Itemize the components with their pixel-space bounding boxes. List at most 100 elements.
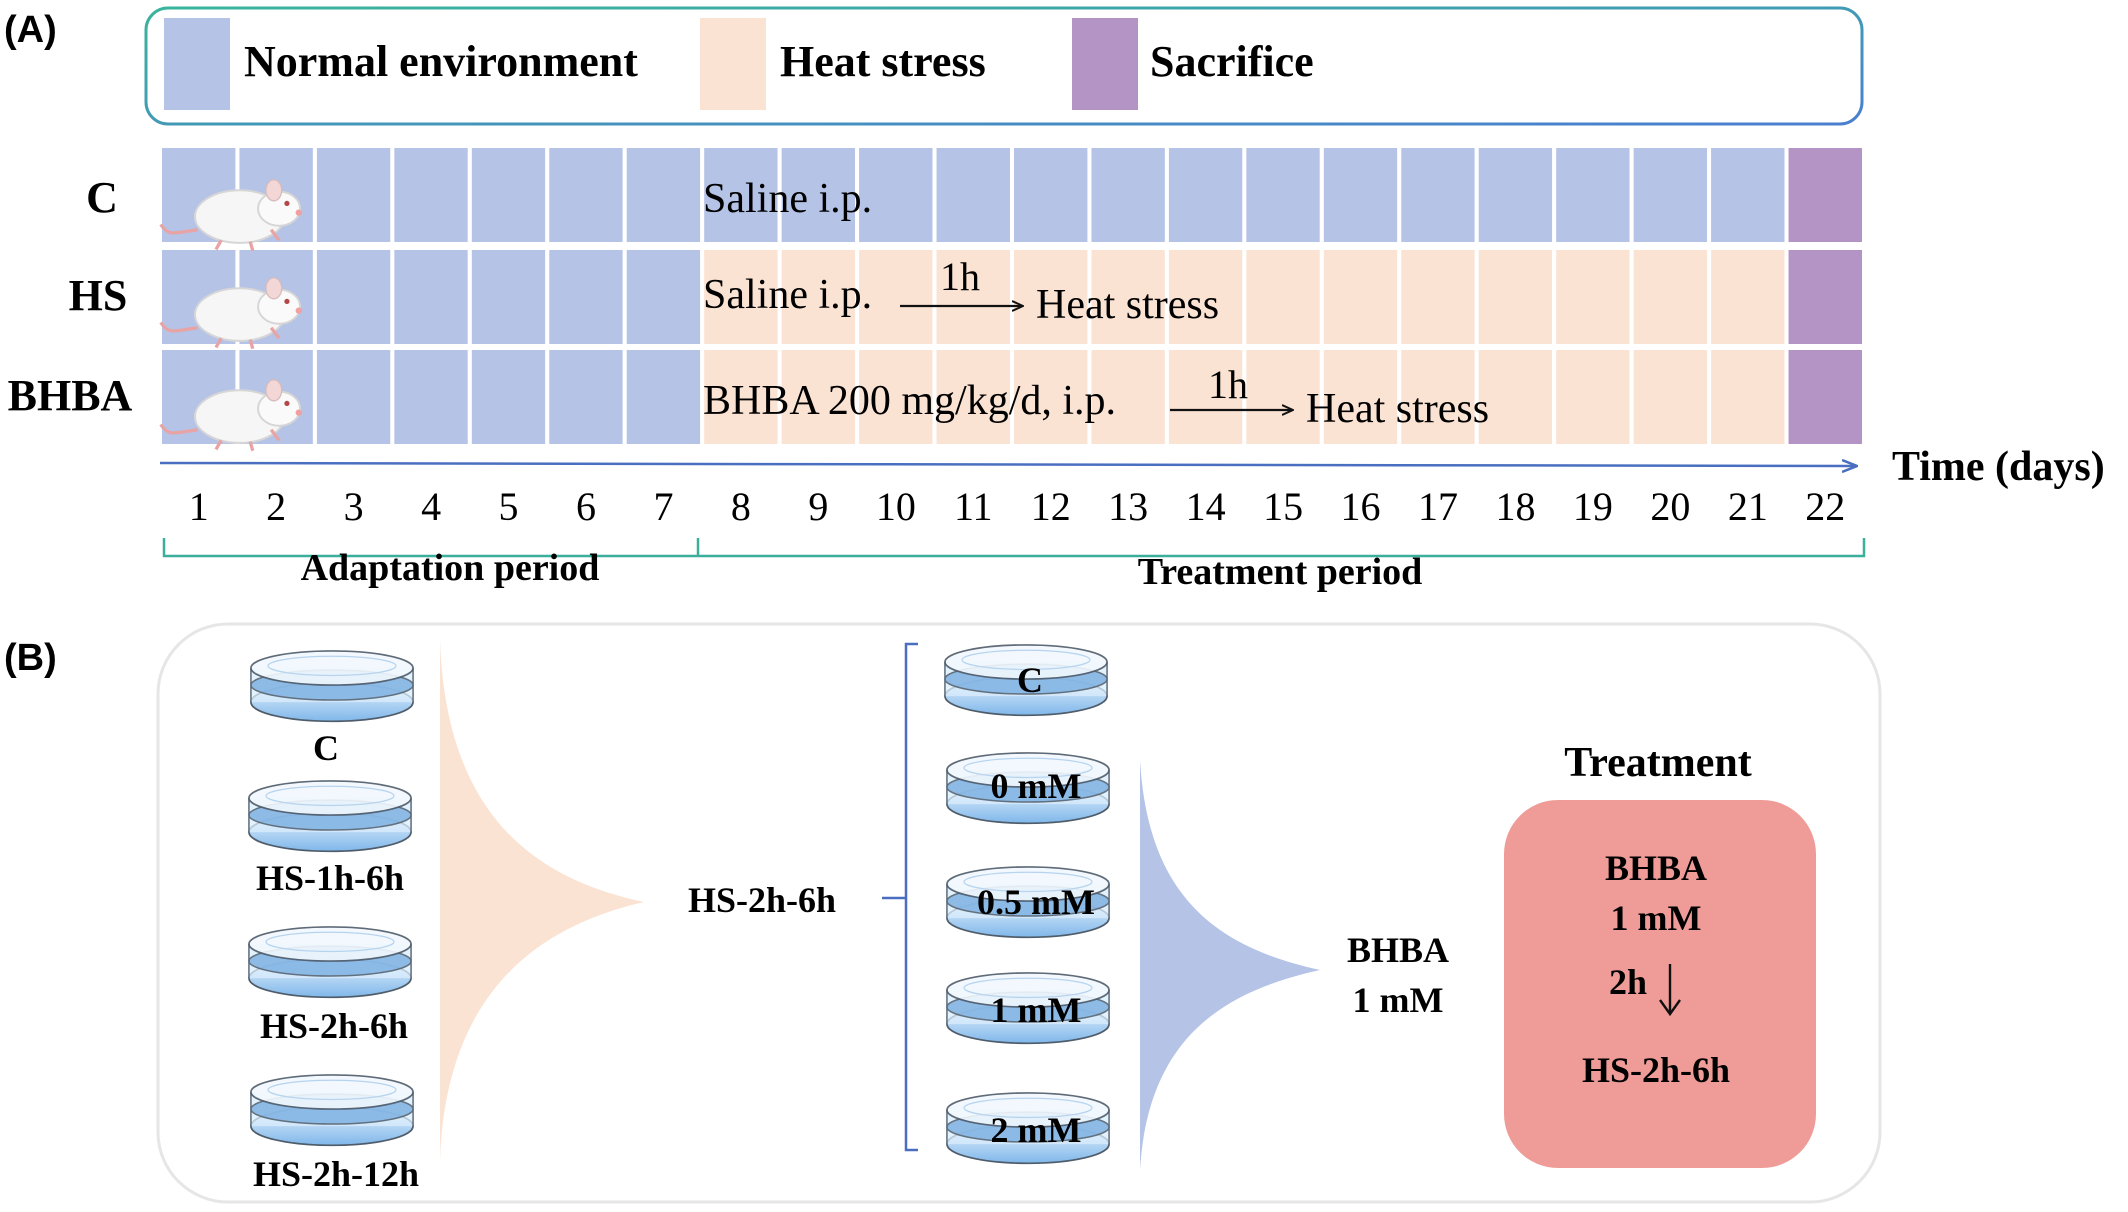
dish-label-right-c: C — [1017, 660, 1043, 700]
annotation-bhba: BHBA 200 mg/kg/d, i.p. — [703, 378, 1116, 424]
day-cell-bhba-4 — [390, 346, 472, 448]
treatment-box — [1504, 800, 1816, 1168]
day-cell-c-14 — [1164, 144, 1247, 246]
time-axis — [159, 463, 1856, 466]
day-cell-bhba-17 — [1397, 346, 1479, 448]
day-tick-label: 3 — [344, 484, 364, 529]
group-label-hs: HS — [69, 271, 128, 320]
day-cell-hs-13 — [1087, 246, 1169, 348]
day-cell-hs-4 — [390, 246, 472, 348]
legend-normal: Normal environment — [164, 18, 638, 110]
dish-label-hs-2h-6h: HS-2h-6h — [260, 1006, 408, 1046]
day-tick-label: 5 — [499, 484, 519, 529]
day-tick-label: 17 — [1418, 484, 1458, 529]
dish-label-0mm: 0 mM — [991, 766, 1082, 806]
day-cell-bhba-8 — [700, 346, 782, 448]
legend-sacrifice-label: Sacrifice — [1150, 37, 1314, 86]
day-tick-label: 8 — [731, 484, 751, 529]
day-cell-hs-3 — [312, 246, 395, 348]
legend-box — [144, 6, 1864, 126]
day-cell-hs-16 — [1319, 246, 1402, 348]
right-funnel — [1140, 760, 1320, 1170]
dish-label-1mm: 1 mM — [991, 990, 1082, 1030]
day-cell-bhba-6 — [545, 346, 627, 448]
day-cell-c-16 — [1319, 144, 1402, 246]
day-cell-bhba-3 — [312, 346, 395, 448]
day-cell-c-22 — [1784, 144, 1867, 246]
day-tick-label: 4 — [421, 484, 441, 529]
day-cell-bhba-21 — [1707, 346, 1789, 448]
day-cell-c-6 — [545, 144, 627, 246]
day-cell-hs-7 — [622, 246, 705, 348]
day-cell-c-13 — [1087, 144, 1169, 246]
day-tick-label: 21 — [1728, 484, 1768, 529]
day-tick-label: 2 — [266, 484, 286, 529]
adaptation-period-label: Adaptation period — [301, 547, 600, 589]
day-cell-c-9 — [777, 144, 860, 246]
legend-sacrifice-swatch — [1072, 18, 1138, 110]
group-label-c: C — [86, 173, 118, 222]
day-cell-hs-21 — [1707, 246, 1789, 348]
day-tick-label: 7 — [653, 484, 673, 529]
annotation-c: Saline i.p. — [703, 176, 872, 222]
day-cell-bhba-7 — [622, 346, 705, 448]
treatment-duration: 2h — [1609, 962, 1647, 1002]
day-cell-bhba-14 — [1164, 346, 1247, 448]
day-cell-bhba-15 — [1242, 346, 1324, 448]
group-label-bhba: BHBA — [8, 371, 133, 420]
day-cell-c-5 — [467, 144, 550, 246]
day-cell-bhba-19 — [1552, 346, 1634, 448]
treatment-title: Treatment — [1564, 740, 1751, 786]
day-tick-label: 15 — [1263, 484, 1303, 529]
day-cell-bhba-11 — [932, 346, 1014, 448]
day-cell-hs-5 — [467, 246, 550, 348]
day-cell-hs-15 — [1242, 246, 1324, 348]
day-tick-label: 1 — [189, 484, 209, 529]
right-dish-bracket — [904, 642, 918, 1152]
day-tick-label: 19 — [1573, 484, 1613, 529]
dish-label-left-c: C — [313, 728, 339, 768]
day-cell-c-4 — [390, 144, 472, 246]
left-funnel — [440, 640, 644, 1160]
after-arrow-hs: Heat stress — [1036, 282, 1219, 328]
treatment-dose: 1 mM — [1611, 898, 1702, 938]
day-cell-c-18 — [1474, 144, 1557, 246]
day-tick-label: 22 — [1805, 484, 1845, 529]
day-cell-c-12 — [1010, 144, 1092, 246]
day-cell-c-11 — [932, 144, 1014, 246]
dish-label-hs-1h-6h: HS-1h-6h — [256, 858, 404, 898]
panel-a-label: (A) — [4, 9, 57, 51]
annotation-hs: Saline i.p. — [703, 272, 872, 318]
day-tick-label: 13 — [1108, 484, 1148, 529]
day-cell-c-20 — [1629, 144, 1712, 246]
dish-icon-left-c — [249, 649, 415, 723]
day-tick-label: 14 — [1186, 484, 1226, 529]
treatment-period-label: Treatment period — [1138, 551, 1423, 593]
selected-dose-compound: BHBA — [1347, 930, 1449, 970]
period-bracket — [162, 538, 1866, 558]
day-cell-hs-17 — [1397, 246, 1479, 348]
arrow-label-hs: 1h — [940, 254, 980, 299]
day-cell-hs-22 — [1784, 246, 1867, 348]
day-cell-c-8 — [700, 144, 782, 246]
day-cell-hs-20 — [1629, 246, 1712, 348]
dish-icon-hs-1h-6h — [247, 779, 413, 853]
day-tick-label: 9 — [808, 484, 828, 529]
treatment-condition: HS-2h-6h — [1582, 1050, 1730, 1090]
selected-dose-value: 1 mM — [1353, 980, 1444, 1020]
day-cell-c-19 — [1552, 144, 1634, 246]
day-cell-c-15 — [1242, 144, 1324, 246]
day-cell-bhba-10 — [855, 346, 937, 448]
dish-label-0-5mm: 0.5 mM — [977, 882, 1095, 922]
day-cell-hs-14 — [1164, 246, 1247, 348]
legend-heat-swatch — [700, 18, 766, 110]
day-cell-hs-18 — [1474, 246, 1557, 348]
legend-sacrifice: Sacrifice — [1072, 18, 1314, 110]
dish-label-2mm: 2 mM — [991, 1110, 1082, 1150]
day-cell-hs-8 — [700, 246, 782, 348]
time-axis-label: Time (days) — [1892, 444, 2105, 490]
day-cell-c-7 — [622, 144, 705, 246]
